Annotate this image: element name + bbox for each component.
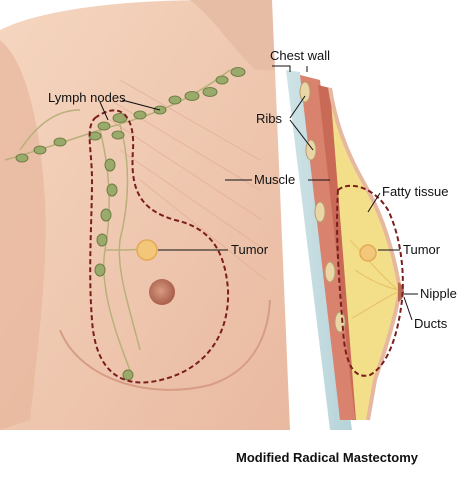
lymph-node	[88, 131, 102, 141]
diagram-title: Modified Radical Mastectomy	[236, 450, 419, 465]
lymph-node	[202, 87, 218, 97]
lymph-node	[168, 95, 182, 105]
label-lymph-nodes: Lymph nodes	[48, 90, 126, 105]
label-tumor-front: Tumor	[231, 242, 269, 257]
tumor-front-mark	[136, 239, 158, 261]
lymph-node	[106, 183, 118, 197]
lymph-node	[184, 91, 200, 101]
lymph-node	[15, 153, 29, 163]
lymph-node	[104, 158, 116, 172]
lymph-node	[133, 110, 147, 120]
torso-front	[0, 0, 290, 430]
removal-outline-side	[336, 184, 404, 377]
label-tumor-side: Tumor	[403, 242, 441, 257]
leader-lines	[99, 65, 418, 321]
label-fatty-tissue: Fatty tissue	[382, 184, 448, 199]
rib	[305, 139, 317, 161]
label-chest-wall: Chest wall	[270, 48, 330, 63]
lymph-node	[94, 263, 106, 277]
breast-skin-side	[328, 87, 403, 421]
lymph-node	[111, 130, 125, 140]
lymph-node	[100, 208, 112, 222]
neck-shadow	[190, 0, 275, 70]
nipple-front	[149, 279, 175, 305]
muscle-layer	[300, 75, 355, 420]
rib	[314, 201, 326, 223]
label-muscle: Muscle	[254, 172, 295, 187]
lymph-node	[215, 75, 229, 85]
rib	[299, 81, 311, 103]
lymph-node	[33, 145, 47, 155]
pectoral-striations	[109, 79, 267, 281]
lymph-node	[230, 67, 246, 77]
removal-outline-front	[88, 109, 230, 384]
lymph-node	[97, 121, 111, 131]
breast-contour	[59, 299, 271, 391]
label-ribs: Ribs	[256, 111, 283, 126]
lymph-node	[96, 233, 108, 247]
arm-area	[0, 40, 46, 430]
label-ducts: Ducts	[414, 316, 448, 331]
label-nipple: Nipple	[420, 286, 457, 301]
tumor-side-mark	[359, 244, 377, 262]
lymph-node	[122, 369, 134, 381]
rib	[324, 261, 336, 283]
lymph-node	[53, 137, 67, 147]
ducts	[349, 239, 399, 319]
